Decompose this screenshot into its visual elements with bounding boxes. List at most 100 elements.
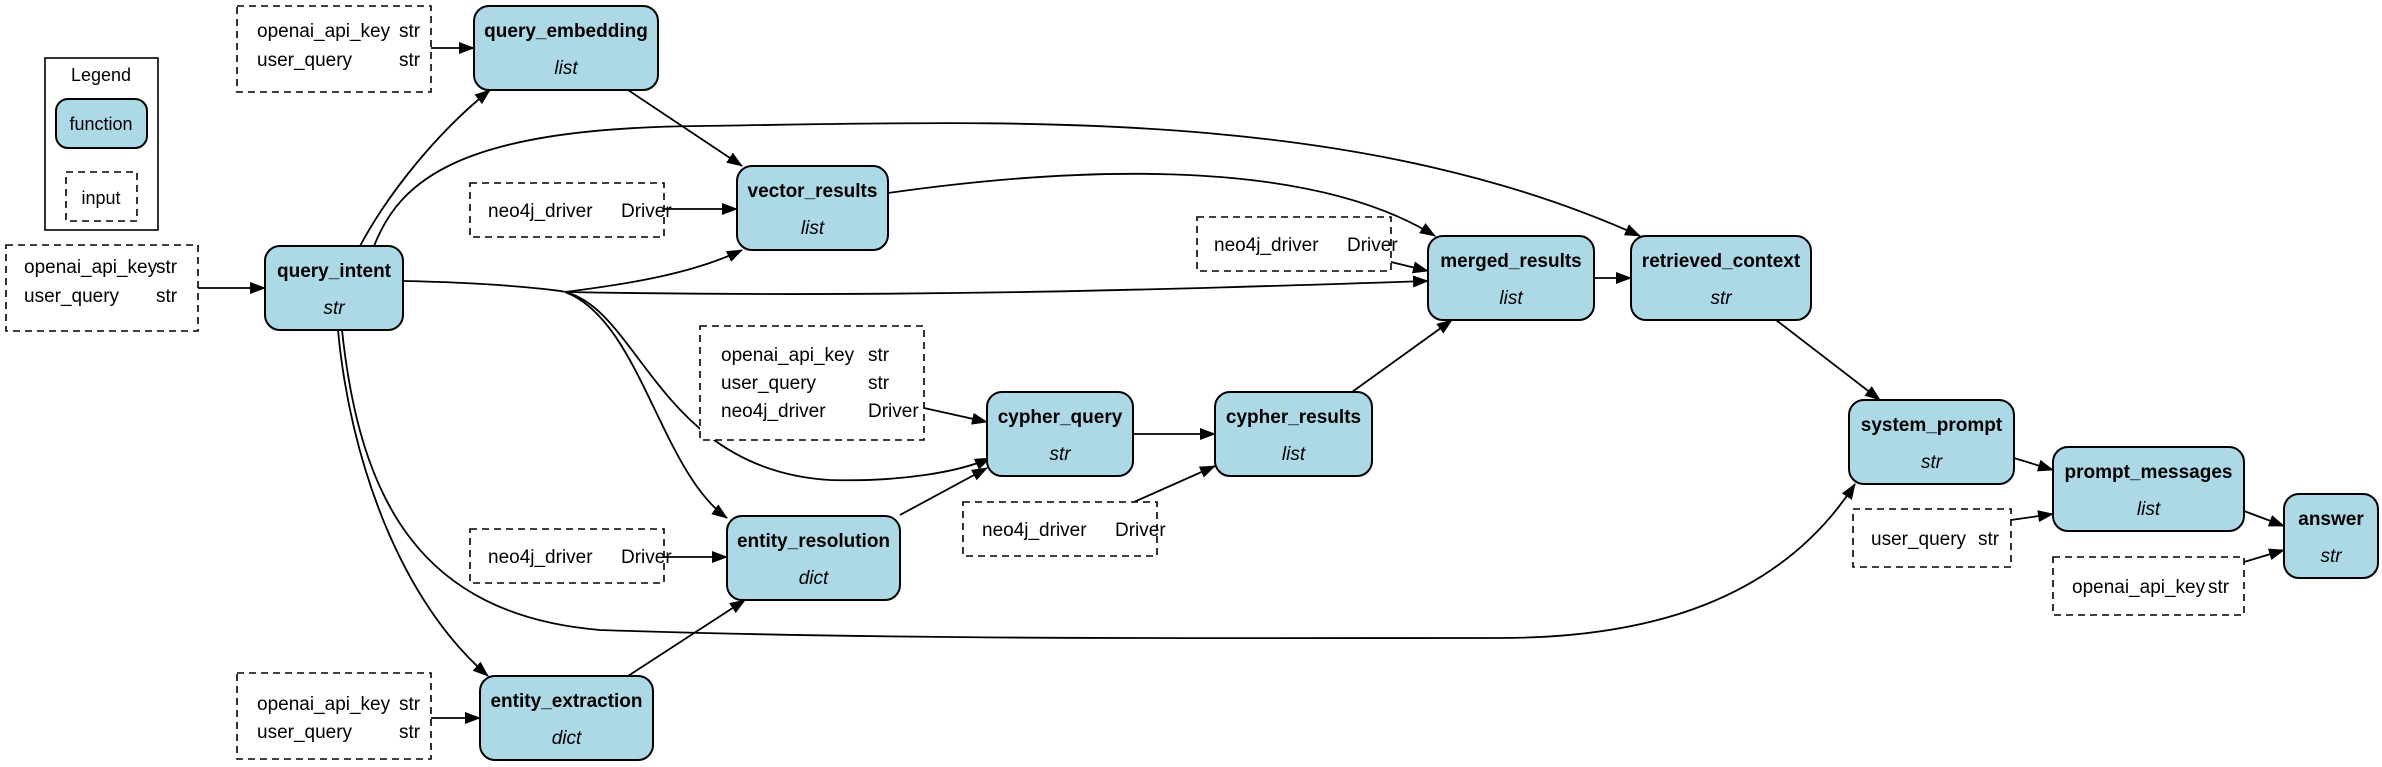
input-param-type: str (399, 722, 421, 743)
node-prompt-messages-name: prompt_messages (2065, 462, 2233, 483)
node-query-embedding-box (473, 5, 659, 91)
input-param-name: openai_api_key (257, 21, 391, 42)
node-cypher-query-type: str (1049, 444, 1071, 465)
input-in-prompt-box (1852, 508, 2012, 568)
node-answer-type: str (2320, 546, 2342, 567)
node-vector-results-box (736, 165, 889, 251)
edge-in-cypher-to-cypher-query (923, 407, 988, 425)
edge-prompt-messages-to-answer (2243, 510, 2285, 527)
input-param-name: neo4j_driver (721, 401, 826, 422)
edge-query-embedding-to-vector-results (627, 89, 743, 167)
node-query-embedding-name: query_embedding (484, 21, 648, 42)
edge-query-intent-to-cypher-query (564, 291, 991, 482)
input-in-intent-box (5, 244, 199, 332)
legend-function-label: function (69, 114, 132, 134)
node-entity-resolution-type: dict (799, 568, 829, 589)
node-entity-extraction-type: dict (552, 728, 582, 749)
edge-entity-resolution-to-cypher-query (899, 467, 988, 516)
node-entity-resolution-name: entity_resolution (737, 531, 890, 552)
input-param-name: neo4j_driver (982, 520, 1087, 541)
node-query-intent-box (264, 245, 404, 331)
edge-vector-results-to-merged-results (887, 172, 1436, 237)
node-system-prompt-name: system_prompt (1861, 415, 2003, 436)
legend-function-swatch (55, 98, 148, 149)
input-param-name: neo4j_driver (488, 547, 593, 568)
input-param-type: str (399, 50, 421, 71)
input-param-type: str (399, 21, 421, 42)
input-in-merged-box (1196, 216, 1392, 272)
edge-query-intent-to-query-embedding (359, 89, 491, 247)
input-in-resolution-box (469, 528, 665, 584)
edge-in-merged-to-merged-results (1390, 261, 1429, 274)
input-param-name: openai_api_key (721, 345, 855, 366)
edge-in-cyres-to-cypher-results (1133, 465, 1216, 503)
edge-in-answer-to-answer (2243, 548, 2285, 563)
edge-cypher-results-to-merged-results (1351, 319, 1453, 393)
input-param-name: user_query (257, 722, 353, 743)
node-query-intent-type: str (323, 298, 345, 319)
node-system-prompt-box (1848, 399, 2015, 485)
node-cypher-query-name: cypher_query (998, 407, 1123, 428)
node-cypher-results-name: cypher_results (1226, 407, 1361, 428)
input-param-type: str (868, 345, 890, 366)
input-param-name: user_query (24, 286, 120, 307)
input-param-name: user_query (257, 50, 353, 71)
node-merged-results-box (1427, 235, 1595, 321)
input-param-type: str (868, 373, 890, 394)
input-in-extraction-box (236, 672, 432, 760)
input-in-vector-box (469, 182, 665, 238)
input-param-type: str (156, 257, 178, 278)
input-param-type: str (399, 694, 421, 715)
input-param-type: Driver (868, 401, 919, 422)
input-param-type: Driver (1115, 520, 1166, 541)
node-prompt-messages-type: list (2137, 499, 2161, 520)
input-in-cyres: neo4j_driver Driver (962, 501, 1166, 557)
edges-layer (198, 42, 2285, 724)
input-in-cypher-box (699, 325, 925, 441)
input-param-type: str (156, 286, 178, 307)
input-param-name: openai_api_key (24, 257, 158, 278)
node-answer-box (2283, 493, 2379, 579)
node-cypher-query-box (986, 391, 1134, 477)
edge-query-intent-to-vector-results (402, 249, 743, 293)
node-answer[interactable]: answer str (2283, 493, 2379, 579)
node-answer-name: answer (2298, 509, 2364, 530)
edge-query-intent-to-merged-results (564, 275, 1429, 295)
node-entity-extraction-name: entity_extraction (490, 691, 642, 712)
edge-query-intent-to-system-prompt (341, 329, 1856, 640)
input-in-embedding-box (236, 5, 432, 93)
node-vector-results-type: list (801, 218, 825, 239)
node-system-prompt-type: str (1921, 452, 1943, 473)
node-cypher-results-type: list (1282, 444, 1306, 465)
node-entity-resolution-box (726, 515, 901, 601)
node-prompt-messages-box (2052, 446, 2245, 532)
node-cypher-results-box (1214, 391, 1373, 477)
node-retrieved-context-type: str (1710, 288, 1732, 309)
edge-retrieved-context-to-system-prompt (1775, 319, 1881, 401)
edge-system-prompt-to-prompt-messages (2013, 457, 2054, 472)
node-merged-results-type: list (1499, 288, 1523, 309)
legend-input-swatch (65, 171, 138, 222)
node-query-embedding-type: list (554, 58, 578, 79)
